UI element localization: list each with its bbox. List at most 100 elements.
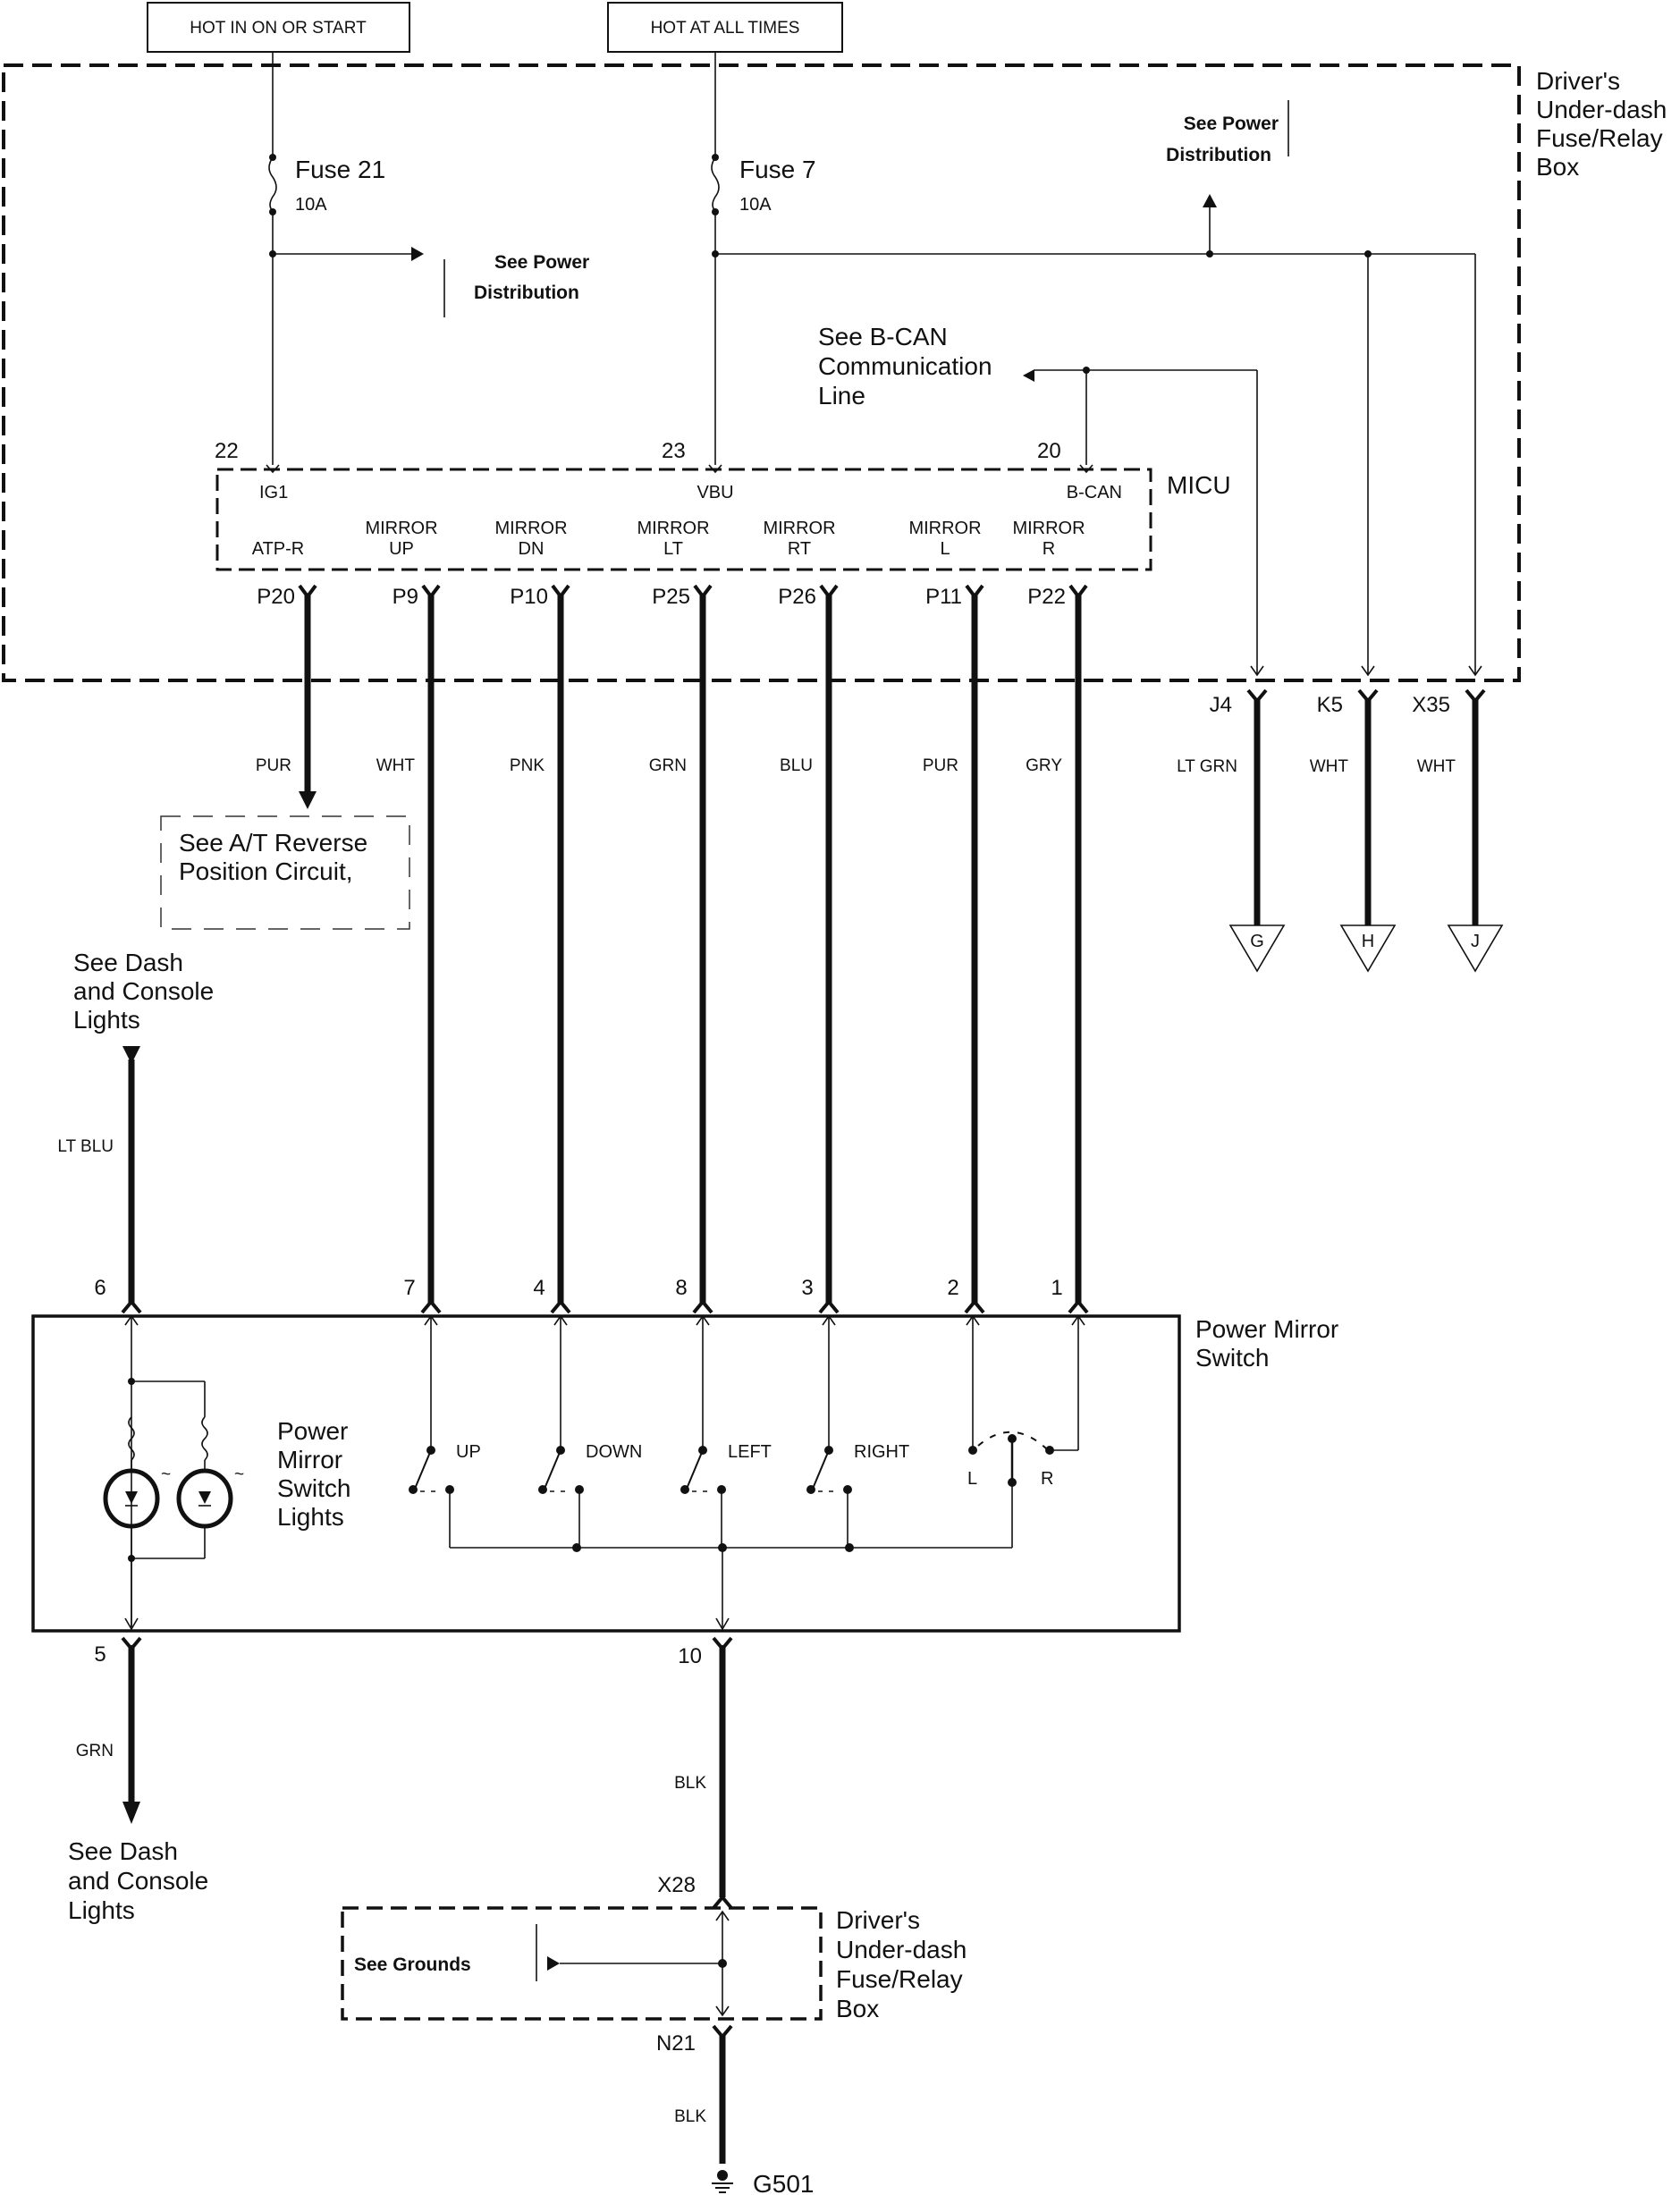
- fuse-box-pin-label: X35: [1412, 693, 1450, 717]
- wire-color-label: PNK: [510, 756, 545, 775]
- fuse-relay-box-top-label: Driver's Under-dash Fuse/Relay Box: [1536, 67, 1667, 181]
- switch-pin-label: 4: [533, 1276, 545, 1300]
- switch-pin-label: 3: [801, 1276, 813, 1300]
- fuse-21: Fuse 21 10A See Power Distribution: [268, 52, 589, 465]
- power-dist-ref-right[interactable]: See Power: [1184, 114, 1279, 134]
- svg-text:~: ~: [234, 1465, 244, 1484]
- svg-text:10A: 10A: [295, 195, 327, 215]
- switch-contact-down[interactable]: DOWN: [538, 1314, 642, 1548]
- arrow-down-icon: [122, 1802, 140, 1824]
- micu-signal-name: RT: [788, 539, 811, 559]
- svg-text:and Console[interactable]: and Console: [68, 1867, 208, 1895]
- micu-pin-label: P9: [393, 585, 418, 609]
- svg-text:~: ~: [161, 1465, 171, 1484]
- micu-pin-label: P20: [257, 585, 295, 609]
- arrow-down-icon: [299, 791, 317, 809]
- svg-text:20: 20: [1037, 439, 1061, 463]
- svg-text:Line[interactable]: Line: [818, 382, 865, 409]
- svg-text:N21: N21: [656, 2031, 696, 2056]
- micu-pin-label: P10: [510, 585, 548, 609]
- wire-color-label: GRN: [649, 756, 687, 775]
- svg-text:Lights[interactable]: Lights: [73, 1006, 140, 1034]
- connector-h-icon[interactable]: H: [1339, 924, 1397, 973]
- svg-text:See Dash[interactable]: See Dash: [68, 1837, 178, 1865]
- power-mirror-switch-box: [31, 1314, 1181, 1633]
- svg-text:See A/T Reverse[interactable]: See A/T Reverse: [179, 829, 367, 857]
- svg-text:23: 23: [662, 439, 686, 463]
- atr-ref[interactable]: See A/T Reverse Position Circuit,: [160, 815, 410, 930]
- dash-console-ref-top[interactable]: See Dash and Console Lights: [73, 949, 214, 1034]
- micu-signal-name: MIRROR: [1012, 519, 1085, 538]
- svg-text:Position Circuit,[interactable]: Position Circuit,: [179, 857, 353, 885]
- svg-text:Distribution[interactable]: Distribution: [1166, 145, 1271, 165]
- micu-signal-name: L: [940, 539, 950, 559]
- power-source-ign-label: HOT IN ON OR START: [190, 19, 367, 38]
- svg-text:See Dash[interactable]: See Dash: [73, 949, 183, 976]
- connector-label: J: [1471, 932, 1480, 951]
- svg-text:VBU: VBU: [696, 483, 733, 502]
- dash-console-ref-bottom[interactable]: See Dash and Console Lights: [68, 1837, 208, 1924]
- micu-pin-label: P11: [925, 585, 962, 609]
- svg-text:Communication[interactable]: Communication: [818, 352, 992, 380]
- ground-path: 10 BLK X28 Driver's Under-dash Fuse/Rela…: [341, 1636, 967, 2195]
- fuse-box-pin-label: K5: [1317, 693, 1343, 717]
- svg-text:Under-dash: Under-dash: [836, 1936, 967, 1963]
- micu-signal-name: MIRROR: [637, 519, 709, 538]
- illum-in-wire: LT BLU 6: [57, 1046, 142, 1314]
- svg-text:Under-dash: Under-dash: [1536, 96, 1667, 123]
- wire-color-label: WHT: [1310, 757, 1349, 776]
- svg-text:10A: 10A: [739, 195, 772, 215]
- switch-contact-label: DOWN: [586, 1442, 642, 1462]
- connector-g-icon[interactable]: G: [1228, 924, 1286, 973]
- power-dist-ref-left[interactable]: See Power: [494, 252, 589, 273]
- arrow-right-icon: [411, 247, 424, 261]
- switch-label-1: Power Mirror: [1195, 1315, 1338, 1343]
- wire-color-label: WHT: [376, 756, 416, 775]
- micu-label: MICU: [1167, 471, 1231, 499]
- fuse-21-icon: [268, 156, 277, 212]
- svg-text:R: R: [1041, 1469, 1053, 1489]
- connector-j-icon[interactable]: J: [1447, 924, 1504, 973]
- switch-contact-right[interactable]: RIGHT: [806, 1314, 909, 1548]
- svg-text:B-CAN: B-CAN: [1067, 483, 1122, 502]
- svg-text:Mirror: Mirror: [277, 1446, 342, 1473]
- switch-contact-up[interactable]: UP: [409, 1314, 481, 1548]
- switch-contact-left[interactable]: LEFT: [680, 1314, 772, 1548]
- svg-text:Driver's: Driver's: [1536, 67, 1620, 95]
- micu-signal-name: LT: [663, 539, 683, 559]
- svg-text:and Console[interactable]: and Console: [73, 977, 214, 1005]
- svg-text:22: 22: [215, 439, 239, 463]
- bcan-ref[interactable]: See B-CAN Communication Line: [818, 323, 1264, 677]
- svg-text:5: 5: [94, 1642, 106, 1667]
- micu-signal-name: R: [1043, 539, 1055, 559]
- arrow-down-icon: [122, 1046, 140, 1064]
- fuse-relay-box-top: [2, 63, 1521, 682]
- ground-label: G501: [753, 2170, 815, 2195]
- svg-text:Power: Power: [277, 1417, 348, 1445]
- micu-signal-name: ATP-R: [252, 539, 305, 559]
- see-grounds-ref[interactable]: See Grounds: [354, 1954, 471, 1975]
- svg-text:Fuse 21: Fuse 21: [295, 156, 385, 183]
- micu-output-pins: ATP-RP20PURMIRRORUPP9WHT7MIRRORDNP10PNK4…: [252, 519, 1089, 1314]
- svg-text:10: 10: [678, 1644, 702, 1668]
- lr-selector[interactable]: L R: [966, 1314, 1085, 1548]
- svg-text:BLK: BLK: [674, 2107, 706, 2126]
- svg-text:6: 6: [94, 1276, 106, 1300]
- svg-text:Distribution[interactable]: Distribution: [474, 283, 579, 303]
- switch-pin-label: 2: [947, 1276, 958, 1300]
- svg-text:IG1: IG1: [259, 483, 288, 502]
- switch-label-2: Switch: [1195, 1344, 1269, 1372]
- connector-label: G: [1250, 932, 1264, 951]
- micu-signal-name: MIRROR: [908, 519, 981, 538]
- micu-pin-label: P22: [1027, 585, 1066, 609]
- svg-text:LT BLU: LT BLU: [57, 1137, 114, 1156]
- svg-text:Lights: Lights: [277, 1503, 344, 1531]
- svg-text:Switch: Switch: [277, 1474, 350, 1502]
- wire-color-label: LT GRN: [1177, 757, 1237, 776]
- svg-text:Lights[interactable]: Lights: [68, 1896, 135, 1924]
- svg-text:See B-CAN[interactable]: See B-CAN: [818, 323, 948, 350]
